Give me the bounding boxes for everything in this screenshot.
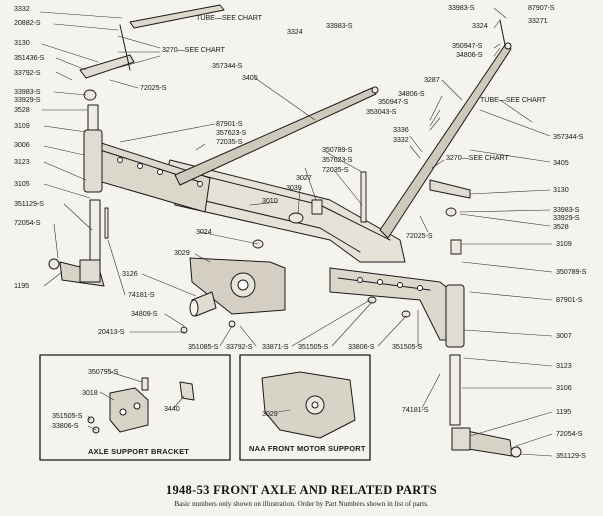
callout-label: 33983-S	[448, 3, 475, 12]
callout-label: 3123	[556, 361, 572, 370]
callout-label: 351085-S	[188, 342, 219, 351]
callout-label: 357344-S	[553, 132, 584, 141]
callout-label: 34806-S	[398, 89, 425, 98]
callout-label: 3039	[286, 183, 302, 192]
callout-label: 1195	[14, 281, 30, 290]
page-title: 1948-53 FRONT AXLE AND RELATED PARTS	[165, 483, 438, 497]
callout-label: 33806-S	[52, 421, 79, 430]
callout-label: TUBE—SEE CHART	[480, 95, 546, 104]
callout-label: 72035-S	[216, 137, 243, 146]
callout-label: 3324	[287, 27, 303, 36]
callout-label: 351505-S	[392, 342, 423, 351]
callout-label: 33983-S	[14, 87, 41, 96]
callout-label: 34806-S	[456, 50, 483, 59]
callout-label: 351129-S	[14, 199, 44, 208]
callout-label: 33792-S	[226, 342, 253, 351]
callout-label: 72025-S	[406, 231, 433, 240]
callout-label: 3528	[553, 222, 569, 231]
callout-label: 357623-S	[216, 128, 247, 137]
callout-label: 3130	[553, 185, 569, 194]
axle-support-bracket-inset-frame	[39, 354, 231, 461]
callout-label: 3007	[556, 331, 572, 340]
callout-label: 3270—SEE CHART	[162, 45, 225, 54]
callout-label: 350789-S	[322, 145, 353, 154]
callout-label: 3027	[296, 173, 312, 182]
callout-label: 87901-S	[216, 119, 243, 128]
callout-label: 3287	[424, 75, 440, 84]
axle-support-bracket-inset-title: AXLE SUPPORT BRACKET	[88, 447, 190, 456]
callout-label: 72035-S	[322, 165, 349, 174]
callout-label: 351505-S	[52, 411, 83, 420]
naa-front-motor-support-inset-title: NAA FRONT MOTOR SUPPORT	[249, 444, 366, 453]
callout-label: 3324	[472, 21, 488, 30]
callout-label: 3440	[164, 404, 180, 413]
callout-label: 33271	[528, 16, 548, 25]
callout-label: 87901-S	[556, 295, 583, 304]
callout-label: 33983-S	[553, 205, 580, 214]
callout-label: 3029	[262, 409, 278, 418]
callout-label: 34809-S	[131, 309, 158, 318]
callout-label: 33929-S	[14, 95, 41, 104]
callout-label: 72054-S	[14, 218, 41, 227]
right-steering-arm	[429, 179, 471, 199]
left-radius-rod	[174, 87, 377, 186]
callout-label: 3405	[242, 73, 258, 82]
callout-label: 3029	[174, 248, 190, 257]
naa-front-motor-support-inset-frame	[239, 354, 371, 461]
callout-label: 3126	[122, 269, 138, 278]
callout-label: 33929-S	[553, 213, 580, 222]
left-steering-arm	[79, 54, 135, 79]
callout-label: 350789-S	[556, 267, 587, 276]
callout-label: 357623-S	[322, 155, 353, 164]
callout-label: 3109	[556, 239, 572, 248]
callout-label: 351129-S	[556, 451, 586, 460]
callout-label: 3336	[393, 125, 409, 134]
callout-label: 33806-S	[348, 342, 375, 351]
callout-label: 3006	[14, 140, 30, 149]
callout-label: 3123	[14, 157, 30, 166]
callout-label: 33983-S	[326, 21, 353, 30]
callout-label: 20882-S	[14, 18, 41, 27]
right-radius-rod	[379, 44, 512, 239]
callout-label: 33871-S	[262, 342, 289, 351]
right-spindle-body	[445, 284, 465, 348]
callout-label: 3332	[14, 4, 30, 13]
callout-label: 3106	[556, 383, 572, 392]
callout-label: 353043-S	[366, 107, 397, 116]
front-axle-right-extension	[329, 267, 463, 341]
callout-label: 350795-S	[88, 367, 119, 376]
callout-label: 351505-S	[298, 342, 329, 351]
callout-label: 72025-S	[140, 83, 167, 92]
callout-label: 87907-S	[528, 3, 555, 12]
callout-label: 3405	[553, 158, 569, 167]
callout-label: 3528	[14, 105, 30, 114]
upper-tie-rod	[129, 4, 225, 29]
callout-label: 3105	[14, 179, 30, 188]
page-caption: Basic numbers only shown on illustration…	[174, 500, 429, 508]
callout-label: 3010	[262, 196, 278, 205]
callout-label: 3018	[82, 388, 98, 397]
callout-label: 350947-S	[378, 97, 409, 106]
callout-label: 74181-S	[402, 405, 429, 414]
left-spindle-body	[83, 129, 103, 193]
callout-label: 74181-S	[128, 290, 155, 299]
callout-label: 1195	[556, 407, 572, 416]
callout-label: 357344-S	[212, 61, 243, 70]
callout-label: 3332	[393, 135, 409, 144]
callout-label: 20413-S	[98, 327, 125, 336]
callout-label: 350947-S	[452, 41, 483, 50]
callout-label: 351436-S	[14, 53, 45, 62]
callout-label: TUBE—SEE CHART	[196, 13, 262, 22]
callout-label: 3130	[14, 38, 30, 47]
callout-label: 33792-S	[14, 68, 41, 77]
callout-label: 3024	[196, 227, 212, 236]
callout-label: 72054-S	[556, 429, 583, 438]
callout-label: 3109	[14, 121, 30, 130]
callout-label: 3270—SEE CHART	[446, 153, 509, 162]
